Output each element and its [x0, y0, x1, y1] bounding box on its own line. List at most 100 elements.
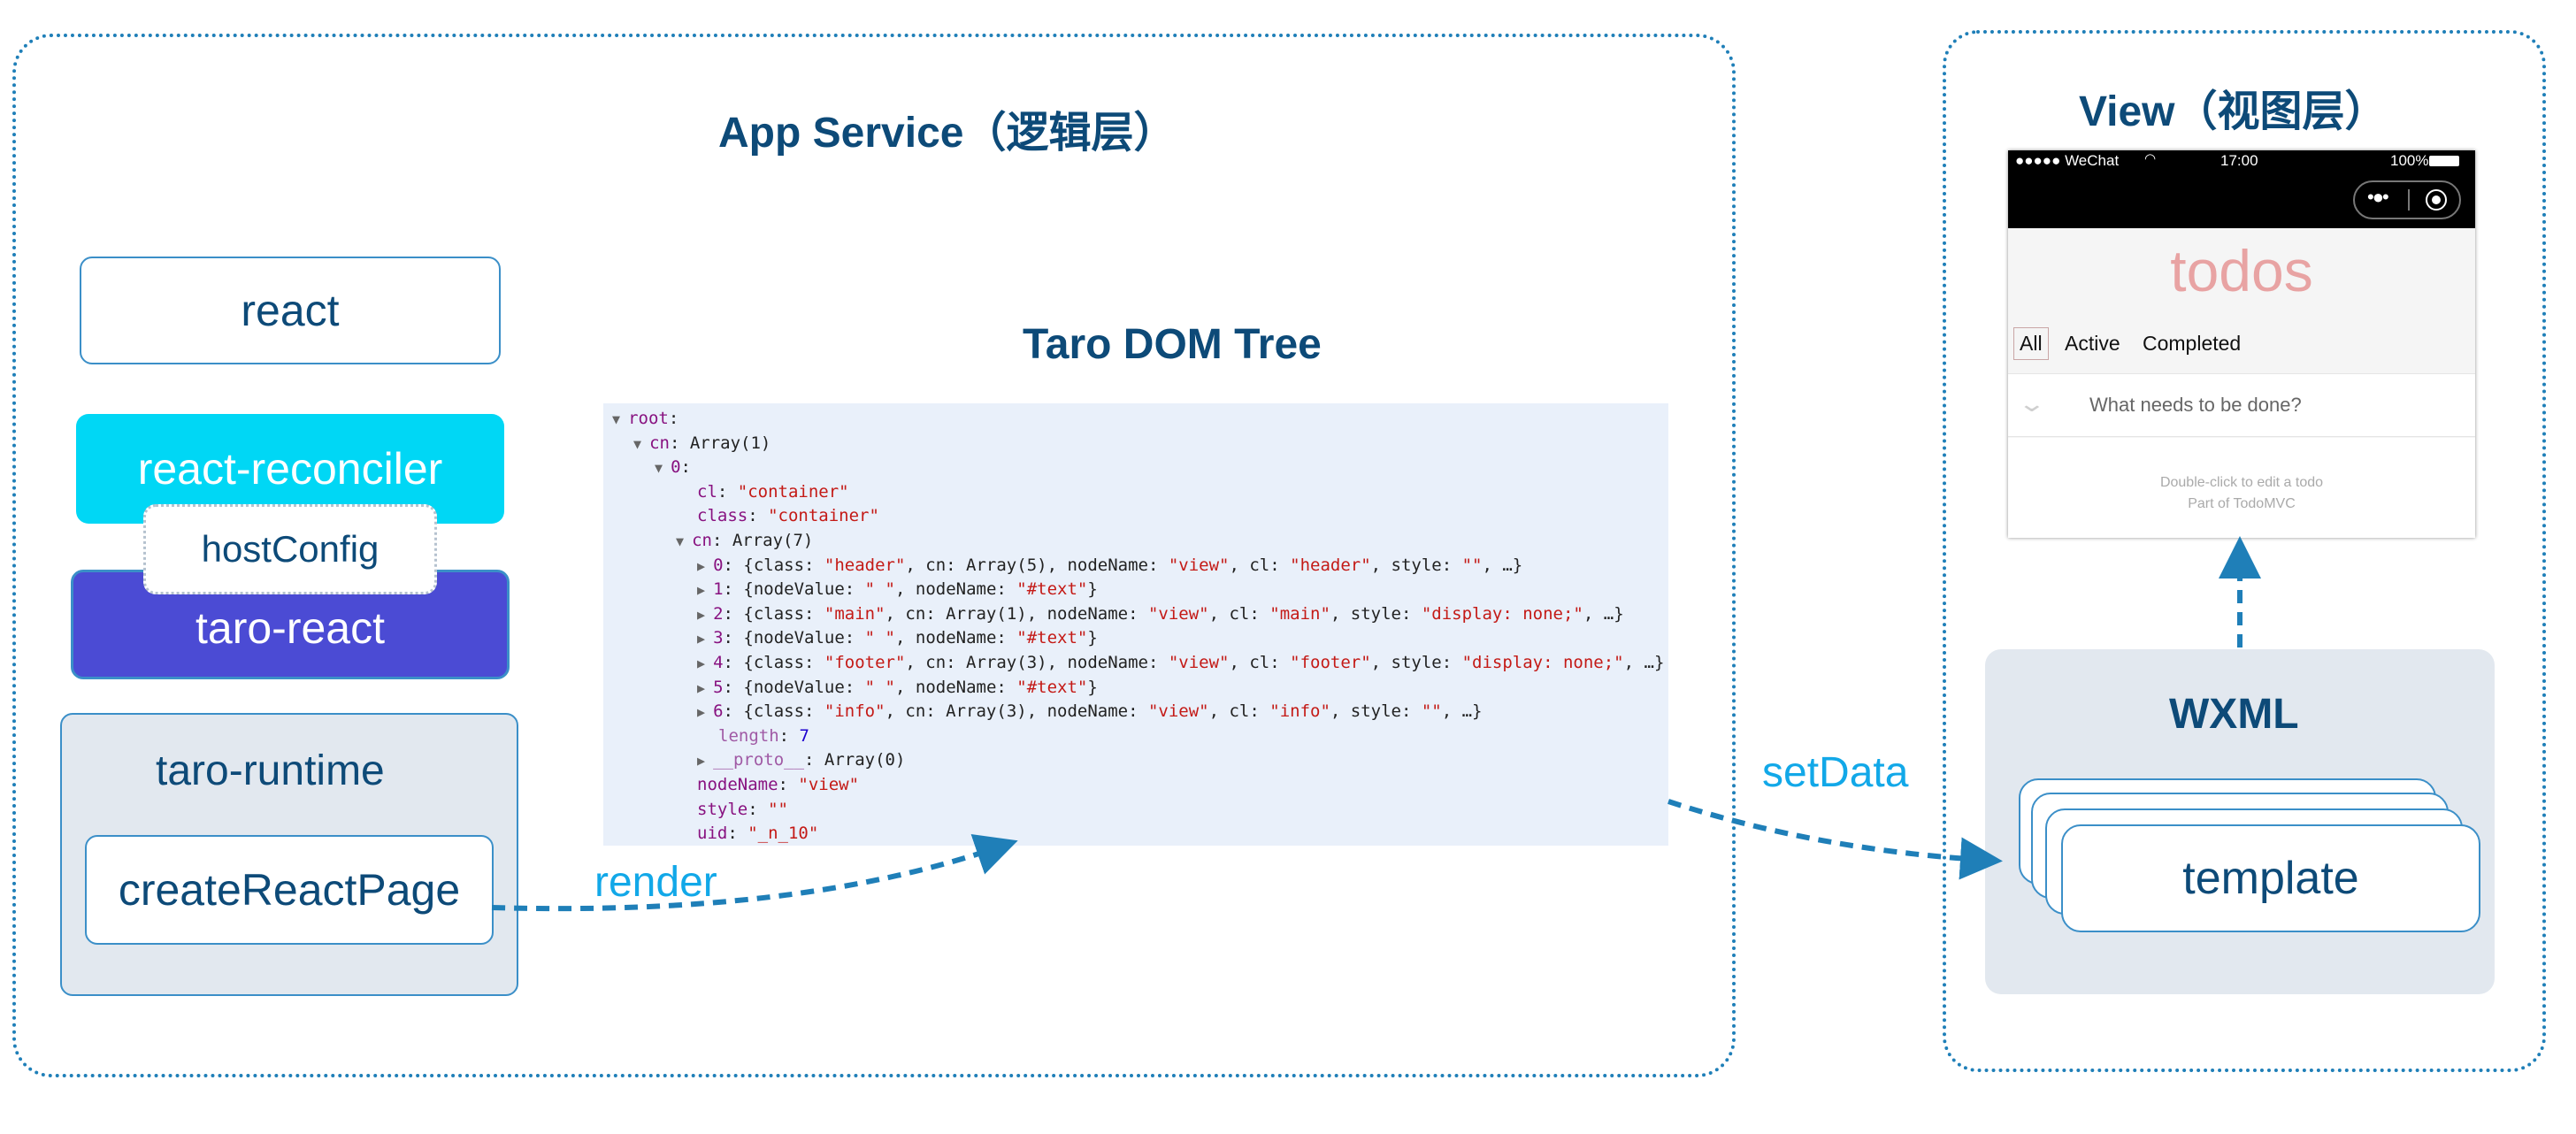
- disclosure-triangle-icon[interactable]: ▶: [697, 582, 714, 599]
- code-token: }: [1087, 677, 1098, 697]
- todo-app-title: todos: [2170, 238, 2313, 303]
- render-arrow: [491, 834, 1018, 912]
- code-token: : {nodeValue:: [723, 579, 865, 600]
- code-token: uid: [697, 824, 728, 844]
- code-token: }: [1087, 579, 1098, 600]
- phone-status-bar: ●●●●● WeChat ◠ 17:00 100% •●•: [2008, 150, 2475, 228]
- wifi-icon: ◠: [2144, 151, 2157, 166]
- filter-all[interactable]: All: [2013, 327, 2049, 360]
- code-token: , …}: [1441, 701, 1483, 722]
- disclosure-triangle-icon[interactable]: ▼: [676, 533, 693, 549]
- code-token: "info": [1269, 701, 1330, 722]
- dom-tree-lines: ▼ root:▼ cn: Array(1)▼ 0:cl: "container"…: [612, 407, 1668, 846]
- dom-tree-title: Taro DOM Tree: [1023, 321, 1322, 368]
- code-token: , nodeName:: [895, 677, 1017, 697]
- code-token: , style:: [1330, 603, 1422, 624]
- disclosure-triangle-icon[interactable]: ▼: [612, 411, 629, 427]
- code-token: : {nodeValue:: [723, 677, 865, 697]
- code-token: : {class:: [723, 555, 824, 575]
- code-token: "": [1461, 555, 1483, 575]
- disclosure-triangle-icon[interactable]: ▼: [655, 460, 671, 477]
- code-token: "#text": [1016, 628, 1088, 648]
- disclosure-triangle-icon[interactable]: ▶: [697, 655, 714, 671]
- code-token: , cn: Array(3), nodeName:: [885, 701, 1148, 722]
- battery-icon: [2429, 156, 2459, 166]
- code-token: "header": [1290, 555, 1371, 575]
- code-token: " ": [864, 677, 895, 697]
- code-token: "view": [1168, 653, 1230, 672]
- code-token: cn: [649, 433, 670, 453]
- code-token: 7: [799, 725, 809, 746]
- code-token: cn: [692, 531, 712, 550]
- code-token: "info": [824, 701, 886, 722]
- code-token: 3: [713, 628, 724, 648]
- app-service-title: App Service（逻辑层）: [718, 110, 1177, 157]
- code-line: uid: "_n_10": [697, 822, 818, 847]
- code-token: " ": [864, 579, 895, 600]
- code-token: 1: [713, 579, 724, 600]
- code-line: ▼ root:: [612, 407, 678, 432]
- wxml-title: WXML: [2169, 691, 2299, 738]
- capsule-menu[interactable]: •●•: [2353, 180, 2461, 219]
- taro-react-label: taro-react: [196, 603, 385, 653]
- render-label: render: [594, 859, 717, 906]
- code-token: :: [680, 457, 691, 478]
- filter-completed[interactable]: Completed: [2143, 332, 2242, 355]
- battery-label: 100%: [2390, 152, 2429, 169]
- todo-app-body: todos All Active Completed ⌄ What needs …: [2008, 228, 2475, 538]
- code-token: "footer": [824, 653, 906, 672]
- taro-runtime-label: taro-runtime: [156, 747, 385, 794]
- code-token: :: [727, 824, 748, 844]
- code-line: style: "": [697, 798, 788, 823]
- code-line: cl: "container": [697, 480, 849, 505]
- code-token: nodeName: [697, 775, 778, 794]
- disclosure-triangle-icon[interactable]: ▶: [697, 679, 714, 696]
- code-token: length: [718, 725, 779, 746]
- code-line: ▼ cn: Array(7): [676, 529, 813, 554]
- code-token: , cn: Array(1), nodeName:: [885, 603, 1148, 624]
- code-token: "container": [768, 506, 879, 526]
- code-token: : Array(7): [711, 531, 814, 550]
- disclosure-triangle-icon[interactable]: ▶: [697, 606, 714, 623]
- code-token: class: [697, 506, 748, 526]
- code-line: ▶ 5: {nodeValue: " ", nodeName: "#text"}: [697, 676, 1098, 701]
- code-token: "header": [824, 555, 906, 575]
- code-token: : {class:: [723, 603, 824, 624]
- disclosure-triangle-icon[interactable]: ▶: [697, 557, 714, 574]
- code-token: 6: [713, 701, 724, 722]
- close-target-icon[interactable]: [2426, 189, 2447, 211]
- code-line: length: 7: [718, 724, 809, 749]
- disclosure-triangle-icon[interactable]: ▶: [697, 704, 714, 721]
- code-token: : {nodeValue:: [723, 628, 865, 648]
- more-icon[interactable]: •●•: [2367, 186, 2389, 208]
- code-token: , style:: [1370, 555, 1462, 575]
- code-token: "main": [824, 603, 886, 624]
- code-token: , style:: [1330, 701, 1422, 722]
- new-todo-input[interactable]: What needs to be done?: [2089, 394, 2302, 416]
- code-token: "display: none;": [1421, 603, 1583, 624]
- phone-screenshot: ●●●●● WeChat ◠ 17:00 100% •●• todos All …: [2008, 150, 2475, 538]
- code-token: , nodeName:: [895, 579, 1017, 600]
- disclosure-triangle-icon[interactable]: ▼: [633, 435, 650, 452]
- filter-active[interactable]: Active: [2065, 332, 2120, 355]
- code-token: : {class:: [723, 701, 824, 722]
- code-line: ▶ 2: {class: "main", cn: Array(1), nodeN…: [697, 602, 1624, 627]
- code-token: , nodeName:: [895, 628, 1017, 648]
- code-token: , cl:: [1208, 603, 1270, 624]
- disclosure-triangle-icon[interactable]: ▶: [697, 631, 714, 647]
- code-token: cl: [697, 481, 717, 502]
- code-token: "container": [737, 481, 849, 502]
- code-line: ▶ __proto__: Array(0): [697, 748, 905, 773]
- clock-label: 17:00: [2220, 152, 2258, 169]
- code-token: root: [628, 409, 669, 428]
- toggle-all-icon[interactable]: ⌄: [2017, 390, 2047, 417]
- code-token: "#text": [1016, 677, 1088, 697]
- code-token: , cn: Array(3), nodeName:: [905, 653, 1169, 672]
- footer-area: Double-click to edit a todo Part of Todo…: [2008, 438, 2475, 538]
- code-token: }: [1087, 628, 1098, 648]
- disclosure-triangle-icon[interactable]: ▶: [697, 753, 714, 770]
- code-token: 0: [671, 457, 681, 478]
- code-token: "view": [1147, 701, 1209, 722]
- code-token: __proto__: [713, 750, 805, 770]
